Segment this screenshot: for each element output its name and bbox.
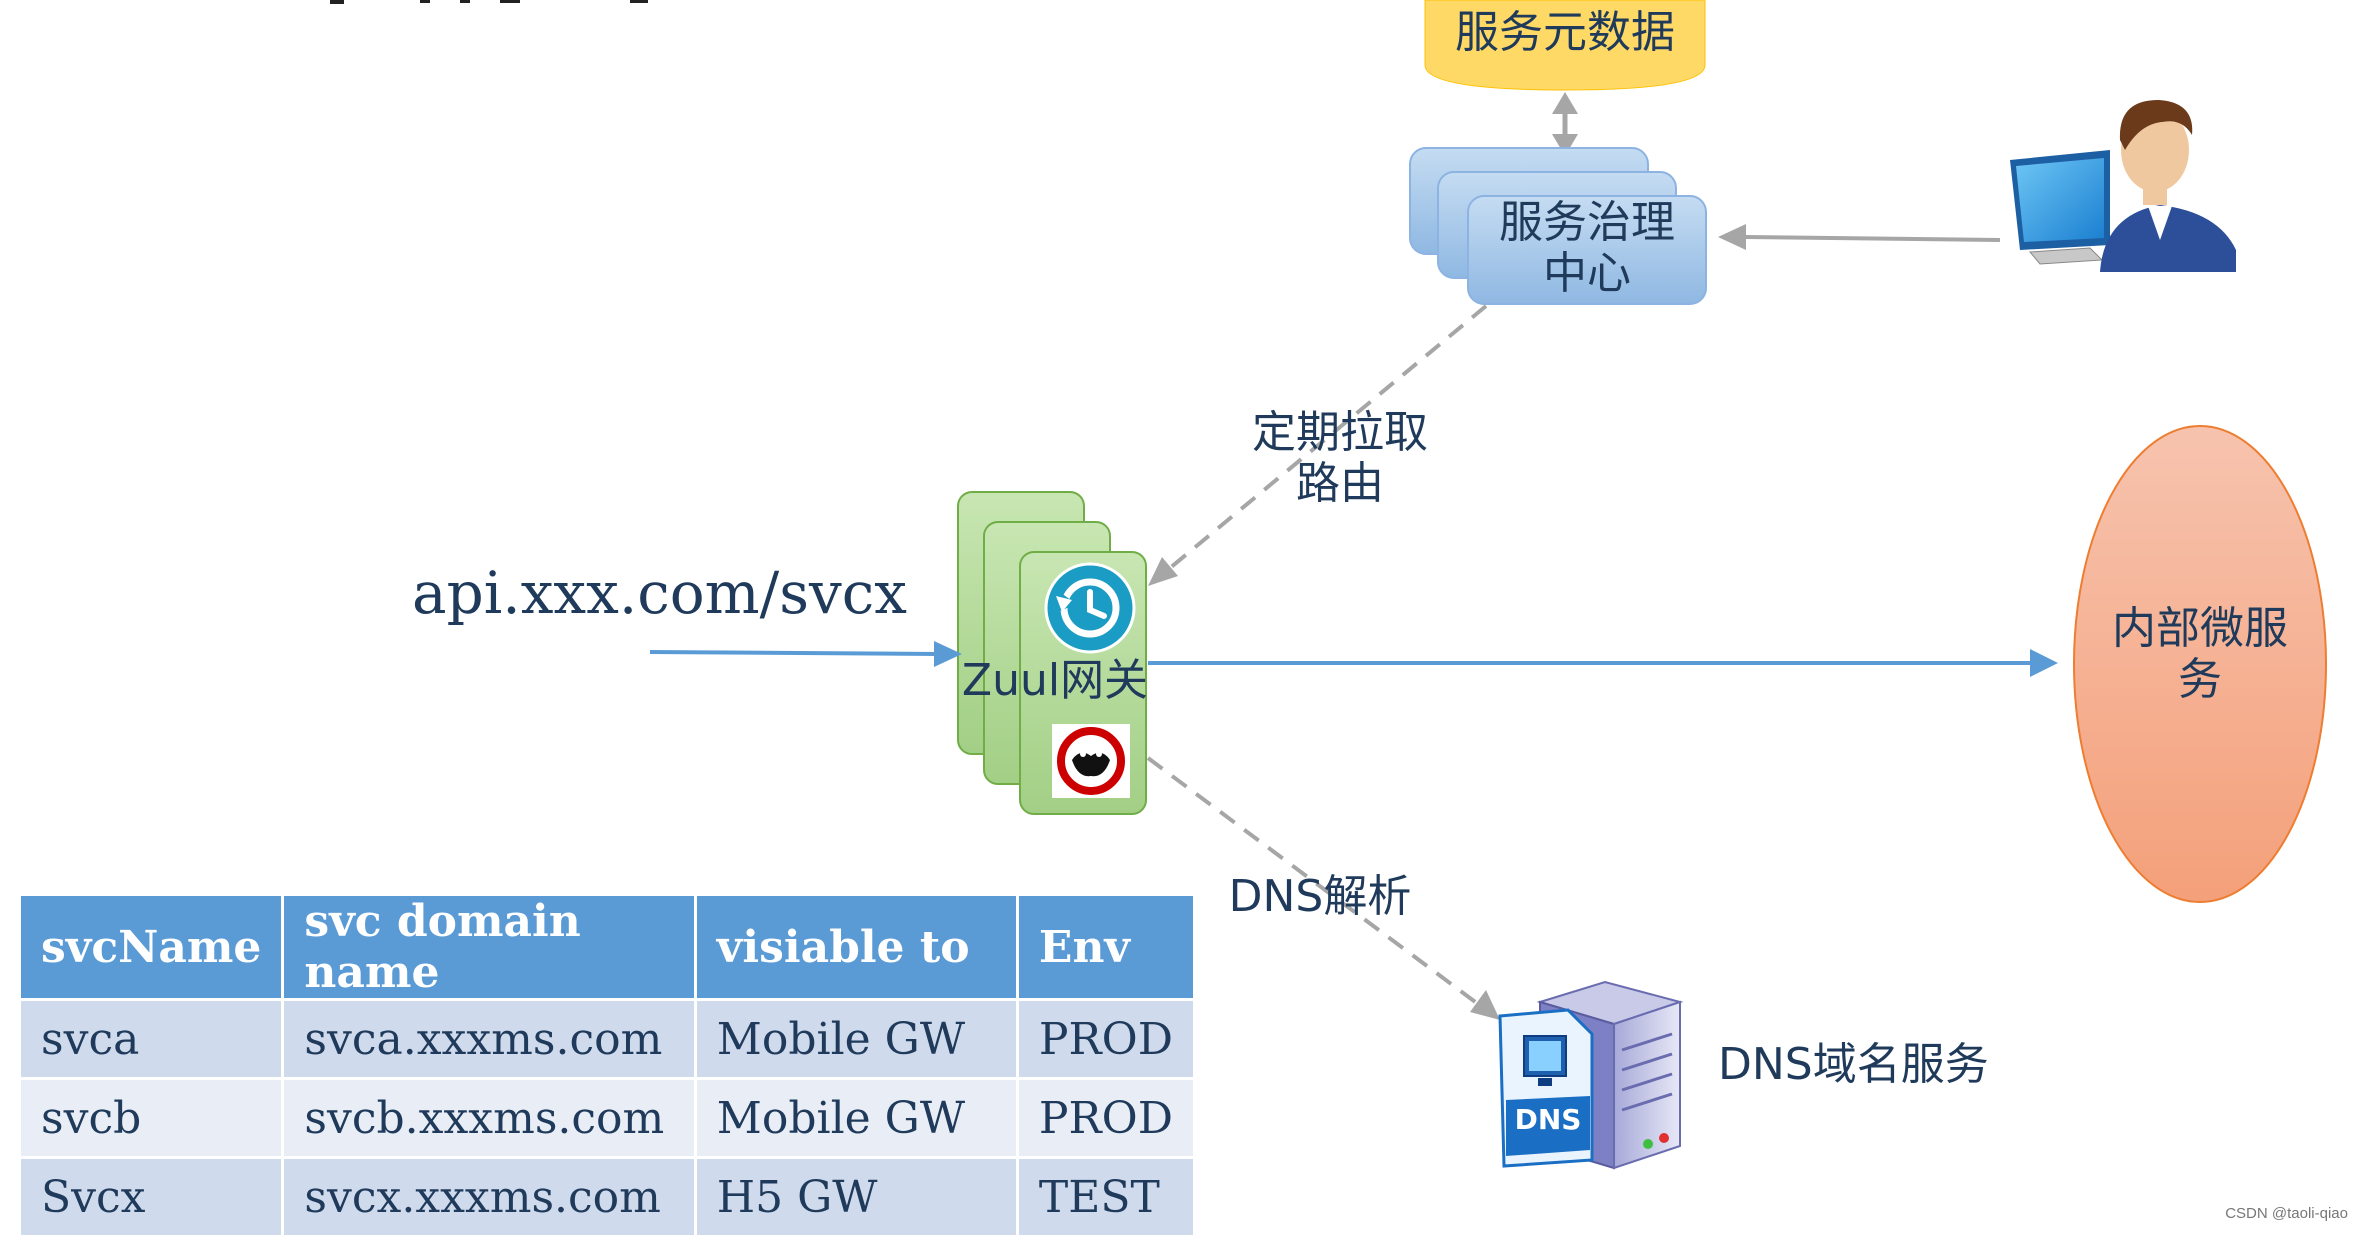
cell-svcname: svca <box>17 998 285 1080</box>
metadata-governance-arrow <box>1552 92 1578 156</box>
dns-resolve-label: DNS解析 <box>1228 871 1412 922</box>
forward-arrow <box>1148 649 2058 677</box>
cell-env: PROD <box>1015 998 1197 1080</box>
dns-server-icon <box>1498 980 1684 1170</box>
dns-service-label: DNS域名服务 <box>1718 1039 1989 1090</box>
cell-svcname: Svcx <box>17 1156 285 1238</box>
table-row: svca svca.xxxms.com Mobile GW PROD <box>17 998 1197 1080</box>
user-governance-arrow <box>1718 224 2001 250</box>
metadata-cylinder <box>1424 0 1706 91</box>
pull-routes-arrow <box>1148 304 1488 586</box>
governance-stack <box>1409 147 1707 305</box>
cell-svcname: svcb <box>17 1077 285 1159</box>
cell-visible-to: Mobile GW <box>693 998 1019 1080</box>
cropped-top-text <box>330 0 648 4</box>
metadata-label: 服务元数据 <box>1455 7 1675 58</box>
internal-services-oval <box>2073 425 2327 903</box>
history-icon <box>1044 562 1136 654</box>
pull-routes-label: 定期拉取 路由 <box>1252 407 1428 509</box>
header-domain: svc domain name <box>281 893 697 1001</box>
table-row: svcb svcb.xxxms.com Mobile GW PROD <box>17 1077 1197 1159</box>
dns-icon-text: DNS <box>1514 1103 1582 1136</box>
zuul-logo-icon <box>1052 724 1130 798</box>
admin-user-icon <box>2010 100 2236 272</box>
header-visible-to: visiable to <box>693 893 1019 1001</box>
request-arrow <box>649 641 962 667</box>
cell-domain: svca.xxxms.com <box>281 998 697 1080</box>
governance-label: 服务治理 中心 <box>1499 197 1675 299</box>
table-header-row: svcName svc domain name visiable to Env <box>17 893 1197 1001</box>
dns-resolve-arrow <box>1146 756 1500 1020</box>
service-table: svcName svc domain name visiable to Env … <box>17 893 1197 1238</box>
url-label: api.xxx.com/svcx <box>412 559 907 627</box>
cell-domain: svcx.xxxms.com <box>281 1156 697 1238</box>
header-env: Env <box>1015 893 1197 1001</box>
header-svcname: svcName <box>17 893 285 1001</box>
table-row: Svcx svcx.xxxms.com H5 GW TEST <box>17 1156 1197 1238</box>
internal-services-label: 内部微服 务 <box>2112 603 2288 705</box>
cell-visible-to: Mobile GW <box>693 1077 1019 1159</box>
cell-env: TEST <box>1015 1156 1197 1238</box>
cell-visible-to: H5 GW <box>693 1156 1019 1238</box>
cell-domain: svcb.xxxms.com <box>281 1077 697 1159</box>
cell-env: PROD <box>1015 1077 1197 1159</box>
watermark: CSDN @taoli-qiao <box>2225 1205 2348 1222</box>
gateway-label: Zuul网关 <box>961 655 1149 706</box>
